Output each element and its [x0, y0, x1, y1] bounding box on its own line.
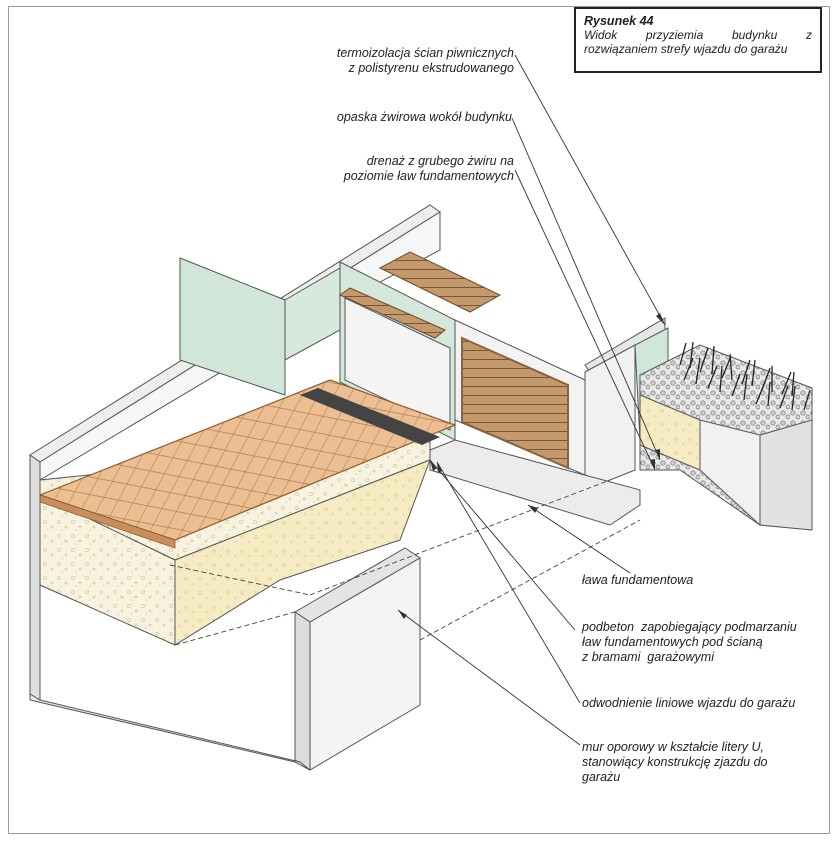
figure-frame [8, 6, 830, 834]
leader-lean-concrete [429, 459, 576, 631]
gravel-block [639, 341, 813, 531]
label-retaining-wall: mur oporowy w kształcie litery U, stanow… [582, 740, 768, 784]
label-drainage: drenaż z grubego żwiru na poziomie ław f… [343, 154, 514, 183]
leader-insulation [514, 54, 666, 326]
leader-retaining-wall [397, 609, 581, 746]
hidden-lines [169, 479, 641, 646]
leader-footing [527, 504, 631, 574]
label-insulation: termoizolacja ścian piwnicznych z polist… [336, 46, 514, 75]
label-lean-concrete: podbeton zapobiegający podmarzaniu ław f… [582, 620, 797, 664]
leader-arrows [398, 313, 665, 619]
label-footing: ława fundamentowa [582, 573, 694, 587]
leader-drainage [514, 169, 656, 471]
label-gravel-band: opaska żwirowa wokół budynku [336, 110, 512, 124]
leader-linear-drain [436, 461, 581, 704]
leader-gravel-band [511, 117, 661, 461]
figure-title-box: Rysunek 44 Widok przyziemia budynku z ro… [574, 7, 822, 73]
figure-caption: Widok przyziemia budynku z rozwiązaniem … [584, 28, 812, 56]
label-linear-drain: odwodnienie liniowe wjazdu do garażu [582, 696, 796, 710]
leader-lines [397, 54, 666, 746]
u-retaining-wall [29, 454, 421, 771]
paved-driveway [38, 379, 457, 549]
footing-strip [429, 439, 641, 526]
figure-title: Rysunek 44 [584, 14, 654, 28]
timber-beams [338, 251, 502, 339]
